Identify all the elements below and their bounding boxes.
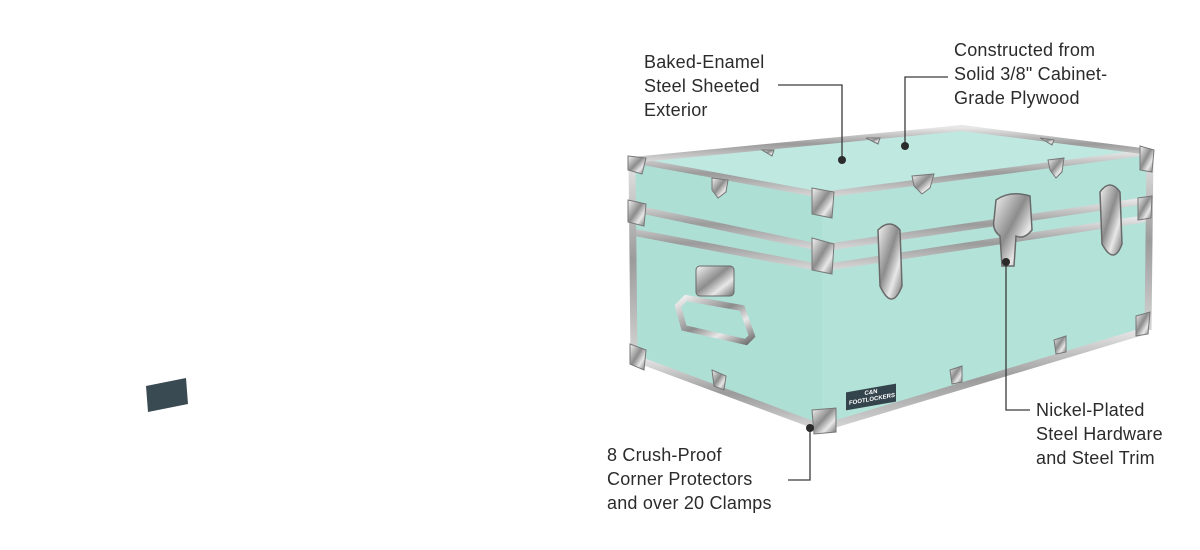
front-latches: [877, 184, 1123, 300]
callout-hardware: Nickel-Plated Steel Hardware and Steel T…: [1036, 398, 1163, 470]
edge-clamps: [711, 137, 1067, 391]
callout-corners-line-2: Corner Protectors: [607, 469, 753, 489]
callout-hardware-line-2: Steel Hardware: [1036, 424, 1163, 444]
trunk-lid-top: [632, 128, 1150, 195]
callout-exterior-line-1: Baked-Enamel: [644, 52, 765, 72]
callout-exterior: Baked-Enamel Steel Sheeted Exterior: [644, 50, 764, 122]
callout-plywood-line-2: Solid 3/8" Cabinet-: [954, 64, 1108, 84]
trim-bottom-edges: [632, 326, 1150, 432]
side-handle: [674, 265, 756, 346]
callout-hardware-line-1: Nickel-Plated: [1036, 400, 1145, 420]
callout-plywood-line-1: Constructed from: [954, 40, 1096, 60]
callout-corners: 8 Crush-Proof Corner Protectors and over…: [607, 443, 772, 515]
corner-protectors: [627, 145, 1155, 435]
callout-hardware-line-3: and Steel Trim: [1036, 448, 1155, 468]
callout-plywood: Constructed from Solid 3/8" Cabinet- Gra…: [954, 38, 1107, 110]
leader-lines: [778, 76, 1030, 481]
callout-corners-line-1: 8 Crush-Proof: [607, 445, 722, 465]
brand-badge: [146, 378, 188, 412]
callout-corners-line-3: and over 20 Clamps: [607, 493, 772, 513]
callout-exterior-line-3: Exterior: [644, 100, 708, 120]
callout-plywood-line-3: Grade Plywood: [954, 88, 1080, 108]
trunk-front-panel: [822, 152, 1150, 428]
leader-dots: [806, 142, 1010, 432]
trim-vertical-edges: [628, 151, 1154, 428]
callout-exterior-line-2: Steel Sheeted: [644, 76, 760, 96]
